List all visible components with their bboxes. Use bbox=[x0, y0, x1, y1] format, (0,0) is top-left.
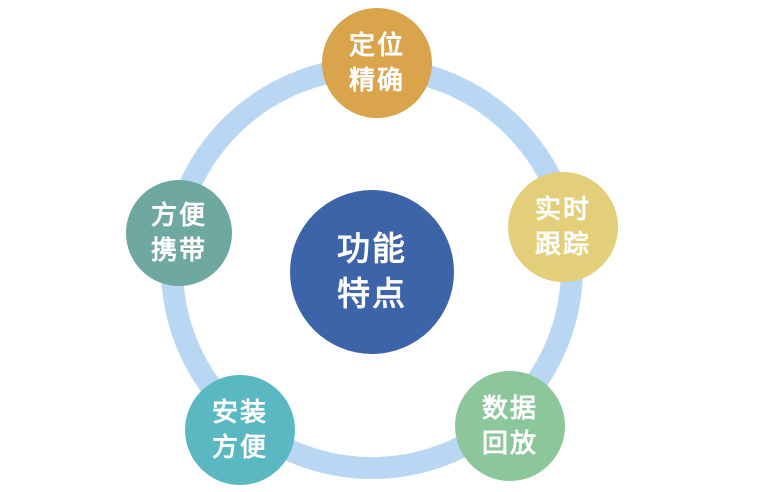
node-label-line2: 回放 bbox=[481, 428, 538, 458]
node-label-line1: 定位 bbox=[348, 29, 405, 60]
center-label-line1: 功能 bbox=[337, 230, 407, 268]
node-label-line1: 实时 bbox=[534, 193, 591, 224]
node-label-line1: 数据 bbox=[481, 392, 538, 423]
center-label-line2: 特点 bbox=[337, 275, 407, 312]
node-portable: 方便 携带 bbox=[126, 180, 232, 286]
node-label-line2: 携带 bbox=[150, 235, 207, 265]
node-easy-install: 安装 方便 bbox=[185, 375, 295, 485]
node-label-line2: 跟踪 bbox=[534, 229, 591, 259]
node-label-line2: 方便 bbox=[211, 432, 268, 462]
node-accurate-positioning: 定位 精确 bbox=[322, 8, 432, 118]
node-label-line2: 精确 bbox=[348, 65, 405, 95]
node-realtime-tracking: 实时 跟踪 bbox=[508, 172, 618, 282]
node-label-line1: 方便 bbox=[150, 199, 207, 230]
node-data-playback: 数据 回放 bbox=[455, 371, 565, 481]
node-label-line1: 安装 bbox=[211, 396, 268, 427]
center-node-features: 功能 特点 bbox=[290, 190, 454, 354]
